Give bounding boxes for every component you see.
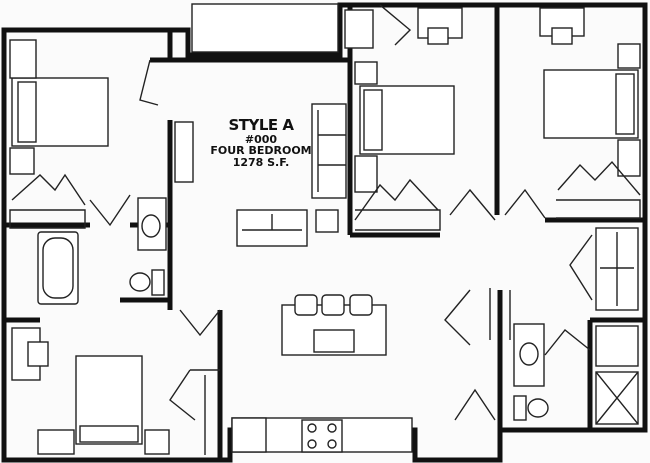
pillow — [615, 73, 635, 135]
kitchen — [231, 294, 413, 453]
sink — [519, 342, 539, 366]
bedroom-1 — [9, 39, 131, 229]
bedroom-4 — [11, 309, 221, 455]
wardrobe — [344, 9, 374, 49]
bathroom-left — [37, 197, 167, 305]
stool — [294, 294, 318, 316]
toilet — [129, 272, 151, 292]
style-name: STYLE A — [228, 116, 294, 134]
nightstand — [9, 147, 35, 175]
nightstand — [617, 139, 641, 177]
side-table — [315, 209, 339, 233]
door-swing — [454, 388, 496, 421]
living-room — [139, 59, 347, 247]
door-swing — [504, 188, 546, 219]
pillow — [17, 81, 37, 143]
closet — [444, 288, 511, 346]
closet — [354, 178, 441, 231]
door-swing — [179, 309, 221, 337]
pillow — [79, 425, 139, 443]
chair — [27, 341, 49, 367]
sink — [141, 214, 161, 238]
bathtub-basin — [42, 237, 74, 299]
unit-number: #000 — [244, 132, 278, 146]
nightstand — [354, 61, 378, 85]
door-swing — [379, 4, 412, 46]
closet — [556, 160, 641, 219]
chair — [551, 27, 573, 45]
door-swing — [449, 188, 496, 221]
bathroom-right — [444, 227, 639, 425]
stove — [301, 419, 343, 453]
nightstand — [9, 39, 37, 79]
nightstand — [144, 429, 170, 455]
stool — [349, 294, 373, 316]
unit-label: STYLE A #000 FOUR BEDROOM 1278 S.F. — [196, 116, 326, 169]
closet-door — [569, 234, 593, 301]
closet — [9, 173, 86, 229]
refrigerator — [231, 417, 267, 453]
toilet — [527, 398, 549, 418]
closet — [169, 369, 220, 455]
bedroom-2 — [344, 4, 496, 231]
entry-door — [139, 59, 159, 106]
tv-console — [174, 121, 194, 183]
nightstand — [617, 43, 641, 69]
kitchen-sink — [313, 329, 355, 353]
linen-closet — [595, 325, 639, 367]
unit-area: 1278 S.F. — [232, 155, 290, 169]
chair — [427, 27, 449, 45]
toilet-tank — [513, 395, 527, 421]
bedroom-3 — [504, 7, 641, 219]
unit-type: FOUR BEDROOM — [210, 144, 312, 158]
pillow — [363, 89, 383, 151]
closet-door — [89, 194, 131, 227]
interior-walls — [1, 5, 645, 460]
patio — [191, 3, 339, 53]
toilet-tank — [151, 269, 165, 296]
stool — [321, 294, 345, 316]
nightstand — [354, 155, 378, 193]
nightstand — [37, 429, 75, 455]
door-swing — [544, 329, 591, 356]
